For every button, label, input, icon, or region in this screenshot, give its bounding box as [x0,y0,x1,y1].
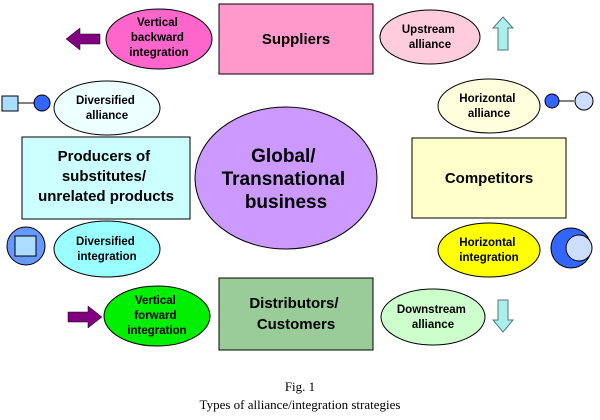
figure-caption: Types of alliance/integration strategies [199,397,401,412]
horizontal-alliance-line-1: Horizontal [459,93,515,105]
producers-label: Producers of substitutes/ unrelated prod… [38,148,174,205]
inner-circle [565,234,593,262]
down-arrow-icon [491,299,515,333]
downstream-ellipse [380,288,486,346]
competitors-label: Competitors [445,170,533,187]
horizontal-integration-node: Horizontal integration [437,222,541,278]
strategy-diagram: Global/ Transnational business Suppliers… [1,3,594,351]
diversified-alliance-ellipse [53,80,161,136]
upstream-line-1: Upstream [402,24,455,36]
distributors-label: Distributors/ Customers [249,295,342,333]
horizontal-integration-ellipse [437,222,541,278]
vertical-forward-line-2: forward [134,310,176,322]
vertical-forward-line-1: Vertical [135,295,176,307]
diversified-alliance-line-2: alliance [86,110,128,122]
center-line-3: business [245,192,327,213]
suppliers-rect [218,3,374,75]
diversified-integration-label: Diversified integration [76,236,138,263]
producers-line-1: Producers of [58,148,152,165]
upstream-label: Upstream alliance [402,24,458,51]
center-line-1: Global/ [251,146,316,167]
competitors-line-1: Competitors [445,170,533,187]
upstream-ellipse [379,9,481,65]
competitors-rect [411,137,567,219]
up-arrow-icon [491,16,515,51]
center-node: Global/ Transnational business [194,106,378,250]
distributors-line-2: Customers [257,316,335,333]
vertical-backward-line-3: integration [129,47,188,59]
diversified-alliance-label: Diversified alliance [76,95,138,122]
suppliers-label: Suppliers [262,31,330,48]
suppliers-box: Suppliers [218,3,374,75]
downstream-line-2: alliance [412,319,454,331]
vertical-backward-line-1: Vertical [137,17,178,29]
downstream-line-1: Downstream [397,304,466,316]
distributors-box: Distributors/ Customers [218,277,374,351]
suppliers-line-1: Suppliers [262,31,330,48]
producers-rect [21,136,191,220]
diversified-alliance-line-1: Diversified [76,95,135,107]
center-label: Global/ Transnational business [222,146,351,213]
right-arrow-icon [67,305,103,329]
competitors-box: Competitors [411,137,567,219]
figure-number: Fig. 1 [284,379,316,394]
square-in-circle-icon [6,226,46,266]
vertical-backward-line-2: backward [131,32,184,44]
horizontal-alliance-ellipse [437,78,541,134]
horizontal-alliance-label: Horizontal alliance [459,93,518,120]
producers-box: Producers of substitutes/ unrelated prod… [21,136,191,220]
diversified-alliance-node: Diversified alliance [53,80,161,136]
diversified-integration-node: Diversified integration [53,220,161,278]
left-arrow-icon [65,27,101,51]
vertical-backward-ellipse [105,8,213,70]
square-circle-link-icon [1,94,51,112]
square-shape [1,95,19,112]
circle-in-circle-icon [550,227,593,269]
circle-shape-left [544,93,560,109]
circle-shape-right [574,91,594,111]
upstream-line-2: alliance [409,39,451,51]
diversified-integration-line-1: Diversified [76,236,135,248]
downstream-node: Downstream alliance [380,288,486,346]
vertical-backward-node: Vertical backward integration [105,8,213,70]
horizontal-integration-line-1: Horizontal [459,237,515,249]
circle-circle-link-icon [544,91,594,111]
vertical-backward-label: Vertical backward integration [129,17,188,59]
horizontal-alliance-line-2: alliance [468,108,510,120]
vertical-forward-ellipse [103,285,211,347]
producers-line-3: unrelated products [38,188,174,205]
diversified-integration-ellipse [53,220,161,278]
upstream-node: Upstream alliance [379,9,481,65]
vertical-forward-node: Vertical forward integration [103,285,211,347]
center-ellipse [194,106,378,250]
horizontal-integration-line-2: integration [459,252,518,264]
vertical-forward-label: Vertical forward integration [127,295,186,337]
vertical-forward-line-3: integration [127,325,186,337]
diversified-integration-line-2: integration [77,251,136,263]
distributors-line-1: Distributors/ [249,295,339,312]
horizontal-integration-label: Horizontal integration [459,237,518,264]
center-line-2: Transnational [222,169,346,190]
downstream-label: Downstream alliance [397,304,469,331]
distributors-rect [218,277,374,351]
circle-shape [33,94,51,112]
horizontal-alliance-node: Horizontal alliance [437,78,541,134]
inner-square [14,235,37,257]
producers-line-2: substitutes/ [62,168,147,185]
